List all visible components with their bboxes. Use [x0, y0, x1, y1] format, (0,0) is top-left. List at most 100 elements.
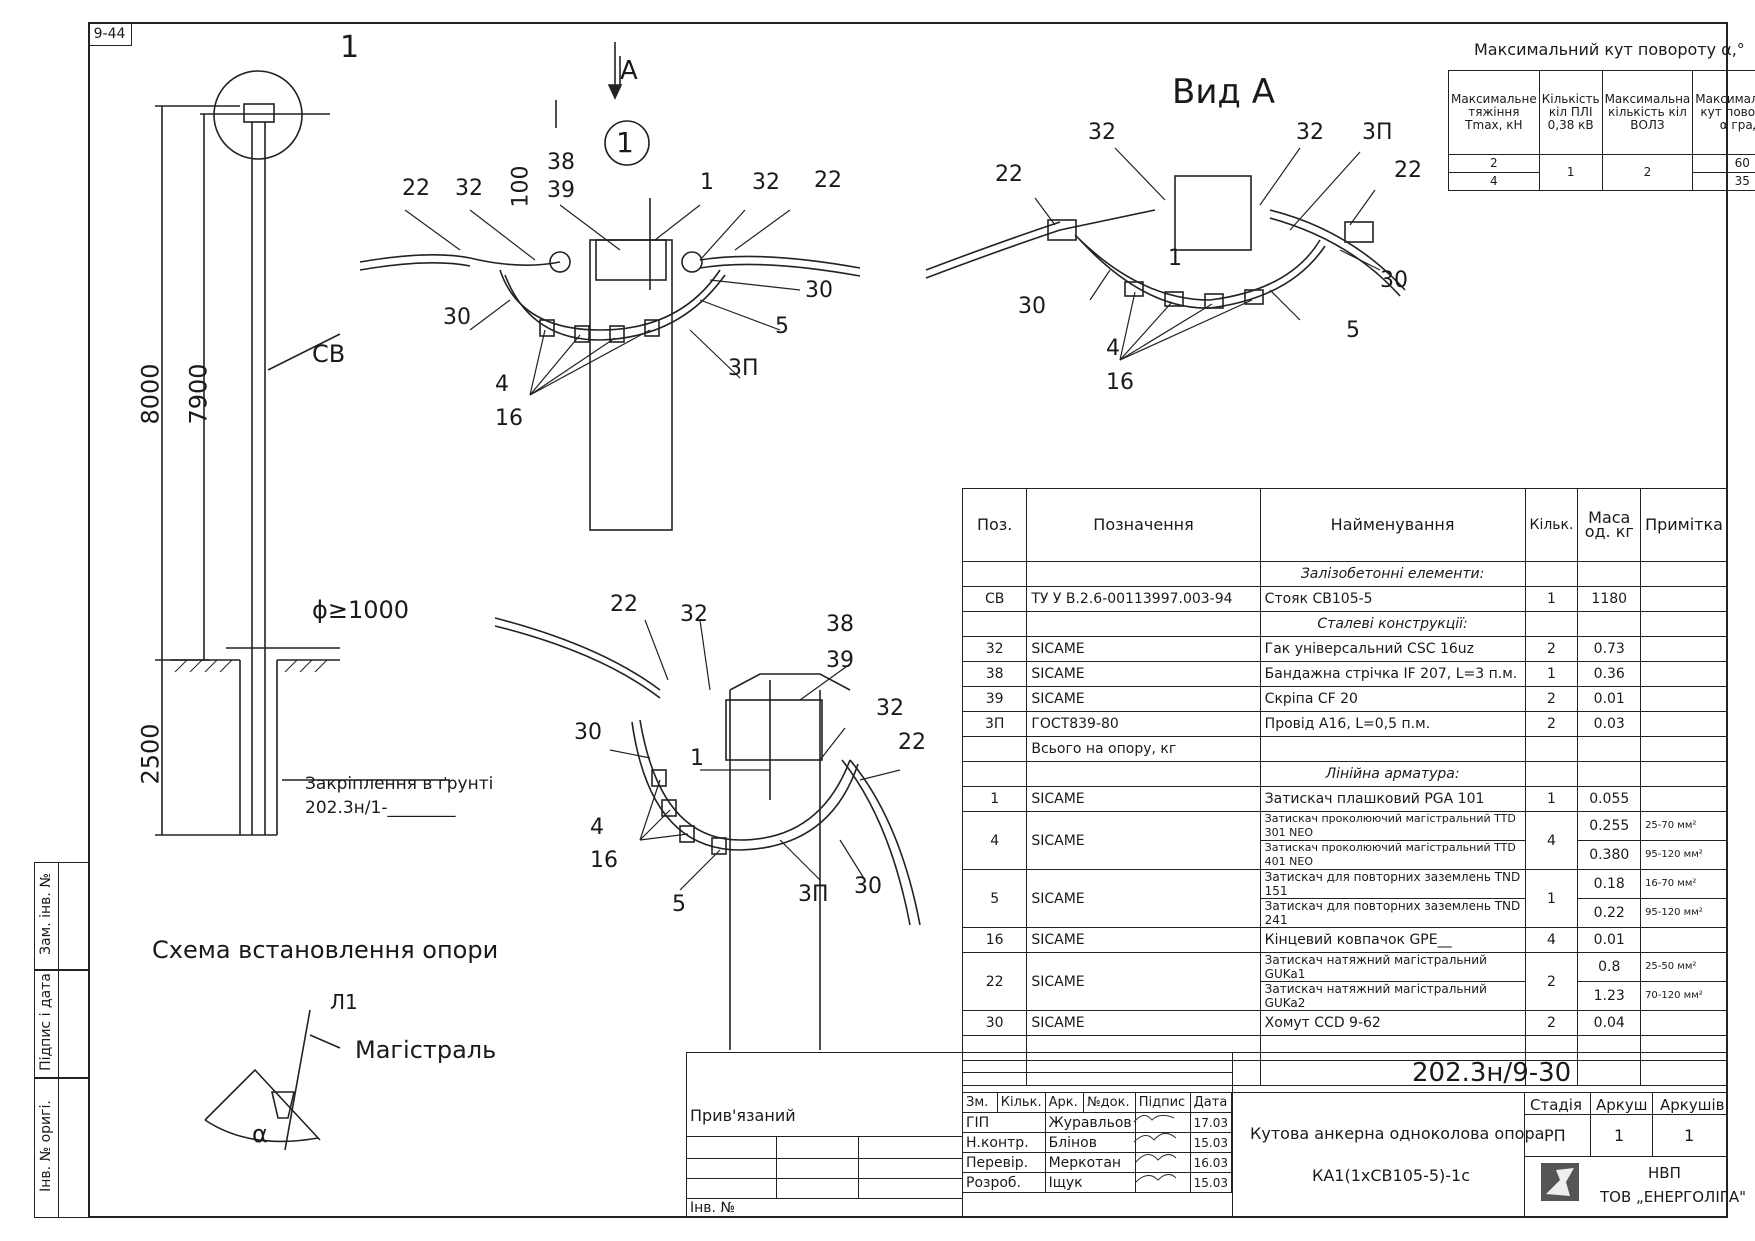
tb-divider	[686, 1198, 962, 1199]
angle-cell: 2	[1601, 154, 1694, 191]
spec-section-steel: Сталеві конструкції:	[1259, 611, 1526, 637]
tb-divider	[1232, 1092, 1728, 1093]
company-logo-icon	[1541, 1163, 1579, 1201]
callout-4: 4	[1106, 336, 1120, 361]
callout-1: 1	[690, 746, 704, 771]
spec-cell: SICAME	[1026, 869, 1261, 928]
spec-cell: 2	[1524, 952, 1579, 1011]
spec-cell: 0.22	[1577, 898, 1642, 928]
spec-cell: 0.73	[1577, 636, 1642, 662]
angle-head-circuits: Кількість кіл ПЛІ 0,38 кВ	[1538, 70, 1603, 155]
role-dev: Розроб.	[962, 1172, 1046, 1193]
sheet-head: Аркуш	[1596, 1096, 1648, 1114]
name-dev: Іщук	[1044, 1172, 1136, 1193]
spec-cell: 1	[961, 786, 1028, 812]
view-a	[925, 175, 1406, 309]
dim-ground: 2500	[136, 723, 165, 785]
view-a-title: Вид А	[1172, 72, 1275, 112]
stage-value: РП	[1544, 1126, 1566, 1145]
spec-head-pos: Поз.	[961, 488, 1028, 562]
callout-22: 22	[610, 592, 638, 617]
spec-cell: 0.8	[1577, 952, 1642, 982]
org-line2: ТОВ „ЕНЕРГОЛІГА"	[1600, 1188, 1747, 1206]
callout-22: 22	[814, 168, 842, 193]
angle-symbol: α	[252, 1120, 268, 1148]
angle-head-tmax: Максимальне тяжіння Tmax, кН	[1448, 70, 1540, 155]
org-line1: НВП	[1648, 1164, 1681, 1182]
spec-cell: Кінцевий ковпачок GPE__	[1259, 927, 1526, 953]
spec-cell: 4	[1524, 927, 1579, 953]
spec-table: Поз. Позначення Найменування Кільк. Маса…	[961, 488, 1728, 1086]
rev-head: Арк.	[1044, 1092, 1085, 1113]
detail-1-label: 1	[616, 126, 634, 159]
dim-total: 8000	[136, 363, 165, 425]
tb-divider	[686, 1136, 962, 1137]
callout-5: 5	[672, 892, 686, 917]
tb-divider	[686, 1158, 962, 1159]
callout-16: 16	[590, 848, 618, 873]
object-code: КА1(1хСВ105-5)-1с	[1312, 1166, 1471, 1185]
spec-cell: 0.18	[1577, 869, 1642, 899]
angle-cell: 60	[1692, 154, 1755, 173]
rev-head: Дата	[1189, 1092, 1233, 1113]
spec-head-designation: Позначення	[1026, 488, 1261, 562]
spec-cell: 0.03	[1577, 711, 1642, 737]
spec-cell: 2	[1524, 711, 1579, 737]
spec-cell: ТУ У В.2.6-00113997.003-94	[1026, 586, 1261, 612]
spec-cell: 25-70 мм²	[1640, 811, 1728, 841]
spec-cell: Затискач плашковий PGA 101	[1259, 786, 1526, 812]
side-stamp-replace	[34, 862, 88, 970]
spec-cell: 95-120 мм²	[1640, 898, 1728, 928]
title-block	[686, 1052, 1728, 1218]
spec-cell: SICAME	[1026, 952, 1261, 1011]
tb-divider	[1232, 1052, 1233, 1218]
diameter-label: ϕ≥1000	[312, 596, 410, 624]
tb-divider	[1524, 1156, 1728, 1157]
name-gip: Журавльов	[1044, 1112, 1136, 1133]
spec-cell: Затискач для повторних заземлень TND 151	[1259, 869, 1526, 899]
callout-5: 5	[775, 314, 789, 339]
object-name: Кутова анкерна одноколова опора	[1250, 1124, 1545, 1143]
callout-4: 4	[495, 372, 509, 397]
spec-cell: 1	[1524, 586, 1579, 612]
spec-cell: SICAME	[1026, 811, 1261, 870]
spec-cell: 25-50 мм²	[1640, 952, 1728, 982]
callout-32: 32	[680, 602, 708, 627]
linked-label: Прив'язаний	[690, 1106, 796, 1125]
angle-cell: 4	[1448, 172, 1540, 191]
spec-cell: 32	[961, 636, 1028, 662]
spec-cell: 2	[1524, 1010, 1579, 1036]
spec-cell: Скріпа CF 20	[1259, 686, 1526, 712]
angle-cell: 1	[1538, 154, 1603, 191]
sheets-head: Аркушів	[1660, 1096, 1725, 1114]
spec-cell: 39	[961, 686, 1028, 712]
sheets-value: 1	[1684, 1126, 1695, 1145]
spec-head-note: Примітка	[1640, 488, 1728, 562]
spec-cell: 95-120 мм²	[1640, 840, 1728, 870]
callout-5: 5	[1346, 318, 1360, 343]
callout-22: 22	[898, 730, 926, 755]
top-view	[359, 56, 861, 531]
callout-30: 30	[1018, 294, 1046, 319]
callout-1-top: 1	[340, 30, 360, 65]
callout-30: 30	[574, 720, 602, 745]
name-ncontr: Блінов	[1044, 1132, 1136, 1153]
callout-32: 32	[752, 170, 780, 195]
spec-cell: 38	[961, 661, 1028, 687]
callout-30: 30	[805, 278, 833, 303]
angle-cell: 2	[1448, 154, 1540, 173]
angle-table-title: Максимальний кут повороту α,°	[1474, 40, 1745, 59]
tb-divider	[1524, 1092, 1525, 1218]
main-label: Магістраль	[355, 1036, 497, 1064]
tb-divider	[1652, 1092, 1653, 1156]
spec-cell: 1.23	[1577, 981, 1642, 1011]
side-stamp-divider	[58, 862, 59, 1218]
callout-1: 1	[1168, 246, 1182, 271]
spec-section-concrete: Залізобетонні елементи:	[1259, 561, 1526, 587]
iso-view	[494, 617, 921, 1050]
spec-cell: 2	[1524, 636, 1579, 662]
spec-cell: 1180	[1577, 586, 1642, 612]
spec-cell: Бандажна стрічка IF 207, L=3 п.м.	[1259, 661, 1526, 687]
view-arrow-label: A	[620, 56, 638, 86]
